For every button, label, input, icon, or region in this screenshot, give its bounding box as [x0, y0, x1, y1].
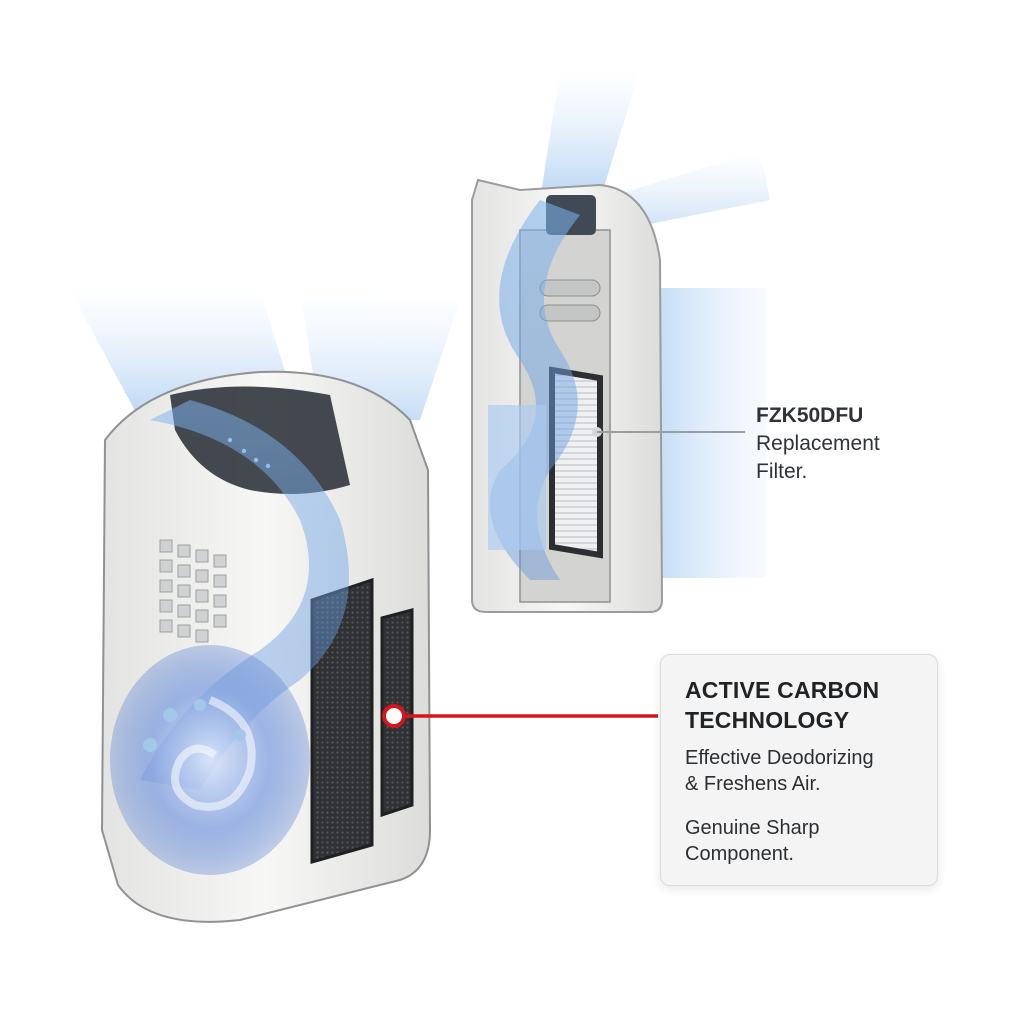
filter-description-line2: Filter. [756, 460, 808, 483]
feature-title: ACTIVE CARBON TECHNOLOGY [685, 675, 915, 735]
filter-callout: FZK50DFU Replacement Filter. [756, 402, 976, 486]
feature-title-line2: TECHNOLOGY [685, 707, 850, 733]
feature-genuine: Genuine Sharp Component. [685, 815, 915, 867]
feature-genuine-line1: Genuine Sharp [685, 817, 820, 839]
feature-title-line1: ACTIVE CARBON [685, 677, 880, 703]
active-carbon-feature-card: ACTIVE CARBON TECHNOLOGY Effective Deodo… [660, 654, 938, 886]
filter-model: FZK50DFU [756, 404, 864, 427]
feature-benefit-line2: & Freshens Air. [685, 773, 821, 795]
feature-benefit: Effective Deodorizing & Freshens Air. [685, 745, 915, 797]
replacement-filter-unit [471, 70, 770, 613]
feature-benefit-line1: Effective Deodorizing [685, 747, 874, 769]
feature-genuine-line2: Component. [685, 843, 794, 865]
filter-description-line1: Replacement [756, 432, 880, 455]
active-carbon-purifier-unit [70, 290, 658, 923]
